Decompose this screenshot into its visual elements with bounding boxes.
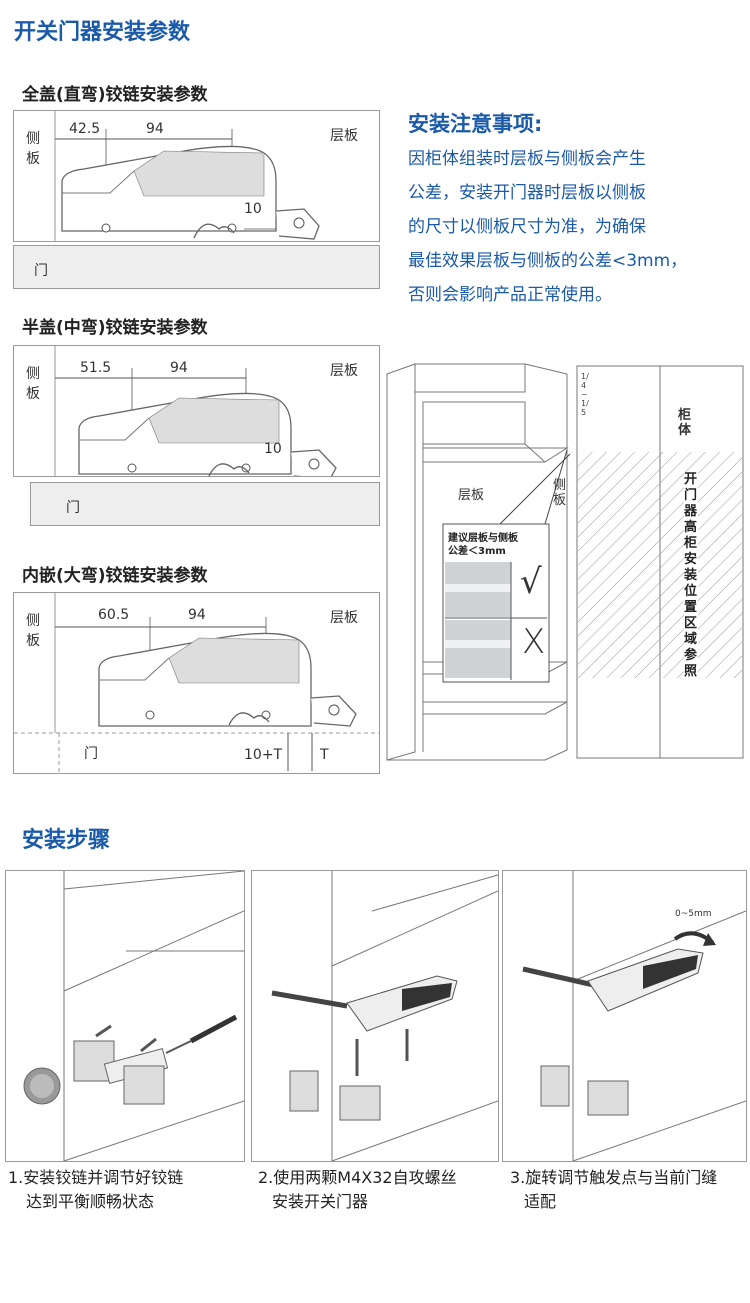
side-panel-label: 侧 板	[26, 364, 40, 404]
side-label-top: 侧	[26, 613, 40, 629]
section-heading-half-overlay: 半盖(中弯)铰链安装参数	[22, 318, 208, 338]
notes-line: 因柜体组装时层板与侧板会产生	[408, 149, 646, 169]
callout-line: 建议层板与侧板	[448, 533, 518, 544]
gap-range-label: 0~5mm	[675, 909, 712, 919]
hinge-device-drawing	[14, 593, 379, 773]
step-caption-line: 2.使用两颗M4X32自攻螺丝	[258, 1168, 457, 1187]
side-panel-label: 侧 板	[26, 129, 40, 169]
door-label: 门	[84, 746, 98, 762]
step-3-caption: 3.旋转调节触发点与当前门缝 适配	[510, 1166, 717, 1214]
install-zone-label: 开门器高柜安装位置区域参照	[684, 472, 698, 680]
notes-line: 的尺寸以侧板尺寸为准，为确保	[408, 217, 646, 237]
section-heading-full-overlay: 全盖(直弯)铰链安装参数	[22, 85, 208, 105]
callout-line: 公差＜3mm	[448, 546, 506, 557]
side-label-bottom: 板	[26, 386, 40, 402]
steps-title: 安装步骤	[22, 828, 111, 853]
side-label-top: 侧	[26, 366, 40, 382]
notes-title: 安装注意事项:	[408, 112, 543, 136]
notes-line: 最佳效果层板与侧板的公差<3mm，	[408, 251, 688, 271]
step-caption-line: 3.旋转调节触发点与当前门缝	[510, 1168, 718, 1187]
shelf-label: 层板	[330, 610, 358, 626]
hinge-device-drawing	[54, 346, 337, 476]
dim-right: 94	[170, 360, 188, 376]
dim-left: 51.5	[80, 360, 112, 376]
diagram-inset: 侧 板 层板 60.5 94 门 10+T T	[13, 592, 380, 774]
cabinet-shelf-label: 层板	[458, 488, 485, 503]
page-title: 开关门器安装参数	[14, 20, 191, 45]
section-heading-inset: 内嵌(大弯)铰链安装参数	[22, 566, 208, 586]
dim-right: 94	[188, 607, 206, 623]
shelf-label: 层板	[330, 363, 358, 379]
door-panel-1: 门	[13, 245, 380, 289]
step-caption-line: 安装开关门器	[272, 1192, 369, 1211]
notes-body: 因柜体组装时层板与侧板会产生 公差，安装开门器时层板以侧板 的尺寸以侧板尺寸为准…	[408, 142, 738, 312]
dim-vertical: 10	[244, 201, 262, 217]
door-label: 门	[66, 500, 80, 516]
dim-right: 94	[146, 121, 164, 137]
notes-line: 公差，安装开门器时层板以侧板	[408, 183, 646, 203]
cross-mark-icon: X	[522, 622, 546, 662]
hinge-device-drawing	[54, 111, 320, 241]
callout-text: 建议层板与侧板 公差＜3mm	[448, 532, 518, 558]
side-label-bottom: 板	[26, 633, 40, 649]
step-caption-line: 达到平衡顺畅状态	[26, 1192, 155, 1211]
side-label-bottom: 板	[26, 151, 40, 167]
side-label-top: 侧	[26, 131, 40, 147]
step-caption-line: 适配	[524, 1192, 557, 1211]
step-caption-line: 1.安装铰链并调节好铰链	[8, 1168, 184, 1187]
door-label: 门	[34, 263, 48, 279]
step-3-illustration	[502, 870, 747, 1162]
dim-vertical-a: 10+T	[244, 747, 283, 763]
side-panel-label: 侧 板	[26, 611, 40, 651]
check-mark-icon: √	[520, 562, 542, 602]
notes-line: 否则会影响产品正常使用。	[408, 285, 612, 305]
door-panel-2: 门	[30, 482, 380, 526]
dim-left: 60.5	[98, 607, 130, 623]
dim-left: 42.5	[69, 121, 101, 137]
cabinet-illustration	[386, 363, 744, 761]
cabinet-body-label: 柜体	[678, 408, 692, 438]
step-2-caption: 2.使用两颗M4X32自攻螺丝 安装开关门器	[258, 1166, 457, 1214]
shelf-label: 层板	[330, 128, 358, 144]
step-1-illustration	[5, 870, 245, 1162]
cabinet-tiny-label: 1/4~1/5	[581, 372, 589, 417]
diagram-full-overlay: 侧 板 层板 42.5 94 10	[13, 110, 380, 242]
step-1-caption: 1.安装铰链并调节好铰链 达到平衡顺畅状态	[8, 1166, 183, 1214]
step-2-illustration	[251, 870, 499, 1162]
diagram-half-overlay: 侧 板 层板 51.5 94 10	[13, 345, 380, 477]
cabinet-side-label: 侧板	[553, 478, 567, 508]
dim-vertical-b: T	[320, 747, 329, 763]
dim-vertical: 10	[264, 441, 282, 457]
